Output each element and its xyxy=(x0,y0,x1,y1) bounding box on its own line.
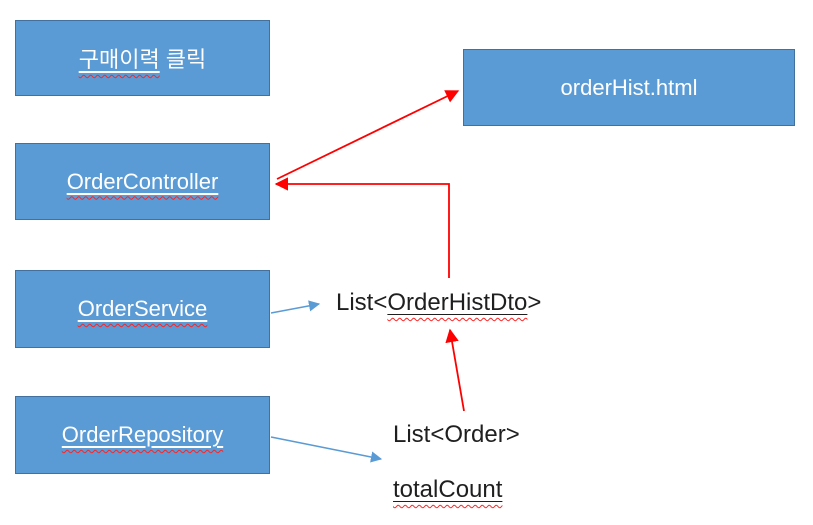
box-order-repository-label: OrderRepository xyxy=(61,422,224,447)
box-order-service: OrderService xyxy=(15,270,270,348)
box-orderhist-html-label: orderHist.html xyxy=(560,74,698,100)
box-order-service-label: OrderService xyxy=(77,296,208,321)
label-list-orderhistdto: List<OrderHistDto> xyxy=(336,289,542,316)
box-order-repository: OrderRepository xyxy=(15,396,270,474)
box-order-controller-label: OrderController xyxy=(66,168,219,194)
arrow-listhistdto-to-controller xyxy=(274,177,450,278)
arrow-controller-to-orderhist xyxy=(276,90,460,180)
box-orderhist-html: orderHist.html xyxy=(463,49,795,126)
box-purchase-history-click: 구매이력 클릭 xyxy=(15,20,270,96)
arrow-repository-to-results xyxy=(270,436,383,463)
arrow-service-to-listhistdto xyxy=(270,300,321,314)
box-purchase-history-label: 구매이력 클릭 xyxy=(78,47,207,72)
box-order-controller: OrderController xyxy=(15,143,270,220)
label-list-order: List<Order> xyxy=(393,421,520,448)
arrow-listorder-to-listhistdto xyxy=(445,328,465,412)
label-totalcount: totalCount xyxy=(393,476,503,503)
